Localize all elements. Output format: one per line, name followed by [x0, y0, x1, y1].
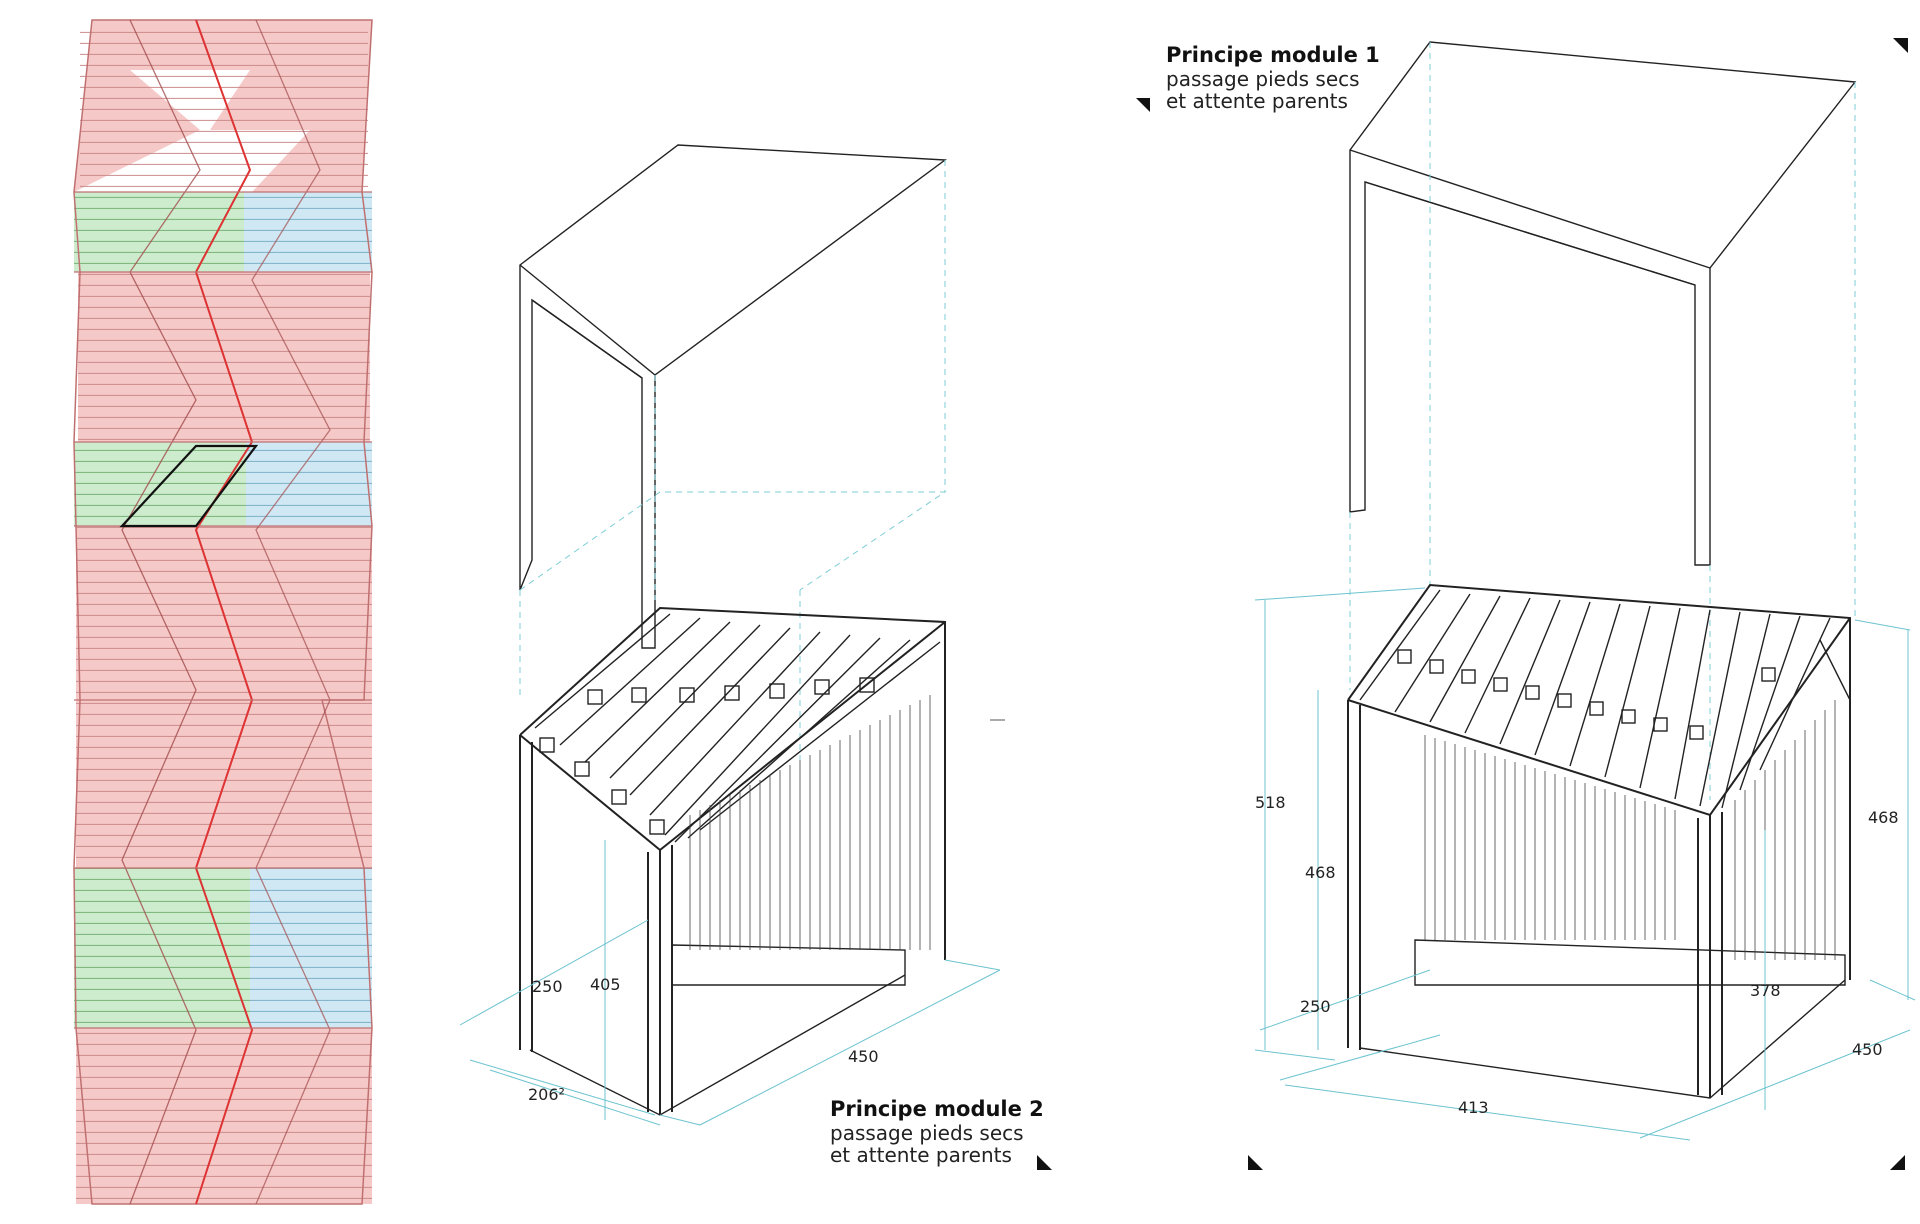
- dim-m1-width: 413: [1458, 1098, 1489, 1117]
- module-2-dimension-lines: [459, 840, 1001, 1126]
- corner-marker-top-right: [1893, 38, 1908, 53]
- caption-module-2: Principe module 2 passage pieds secs et …: [830, 1097, 1044, 1167]
- module-2-rafters: [534, 613, 941, 843]
- corner-marker-top-left: [1136, 98, 1150, 112]
- module-2-drawing: 250 405 450 206²: [459, 144, 1005, 1126]
- dim-m2-height: 405: [590, 975, 621, 994]
- folded-elevation-strip: [73, 19, 373, 1205]
- caption-module-2-line-2: et attente parents: [830, 1142, 1012, 1167]
- caption-module-1-line-2: et attente parents: [1166, 88, 1348, 113]
- module-2-roof-shell: [519, 144, 947, 649]
- green-band-1: [74, 192, 244, 272]
- dim-m2-depth: 250: [532, 977, 563, 996]
- strip-outline: [73, 19, 373, 1205]
- highlighted-step: [119, 444, 259, 528]
- blue-band-3: [250, 868, 372, 1028]
- corner-marker-bottom-module2: [1037, 1155, 1052, 1170]
- module-1-drawing: 518 468 468 250 378 413 450: [1254, 41, 1916, 1141]
- dim-m2-front: 206²: [528, 1085, 565, 1104]
- fold-line-left: [121, 19, 201, 1205]
- module-1-frame: [1347, 583, 1851, 1098]
- green-band-3: [74, 868, 250, 1028]
- corner-marker-bottom-right: [1890, 1155, 1905, 1170]
- caption-module-2-title: Principe module 2: [830, 1097, 1044, 1121]
- dim-m1-front-height: 468: [1305, 863, 1336, 882]
- red-band-1: [74, 20, 372, 192]
- module-1-rafters: [1359, 589, 1831, 809]
- fold-line-red: [194, 19, 254, 1205]
- dim-m1-inner: 378: [1750, 981, 1781, 1000]
- caption-module-1-line-1: passage pieds secs: [1166, 66, 1360, 91]
- dim-m1-back-height: 468: [1868, 808, 1899, 827]
- module-2-wall-cladding: [689, 695, 931, 950]
- blue-band-1: [244, 192, 372, 272]
- module-1-roof-shell: [1349, 41, 1857, 566]
- fold-line-right: [251, 19, 331, 1205]
- module-1-wall-cladding: [1424, 700, 1836, 960]
- dim-m1-side: 450: [1852, 1040, 1883, 1059]
- corner-marker-bottom-left: [1248, 1155, 1263, 1170]
- module-1-purlins: [1397, 649, 1776, 740]
- dim-m2-width: 450: [848, 1047, 879, 1066]
- dim-m1-depth: 250: [1300, 997, 1331, 1016]
- blue-band-2: [246, 442, 372, 526]
- caption-module-1: Principe module 1 passage pieds secs et …: [1166, 43, 1380, 113]
- red-band-3: [76, 526, 372, 868]
- corner-markers: [1037, 38, 1908, 1170]
- module-2-purlins: [539, 677, 875, 835]
- caption-module-1-title: Principe module 1: [1166, 43, 1380, 67]
- dim-m1-total-height: 518: [1255, 793, 1286, 812]
- module-1-dimension-lines: [1254, 587, 1916, 1141]
- caption-module-2-line-1: passage pieds secs: [830, 1120, 1024, 1145]
- module-2-frame: [519, 606, 946, 1115]
